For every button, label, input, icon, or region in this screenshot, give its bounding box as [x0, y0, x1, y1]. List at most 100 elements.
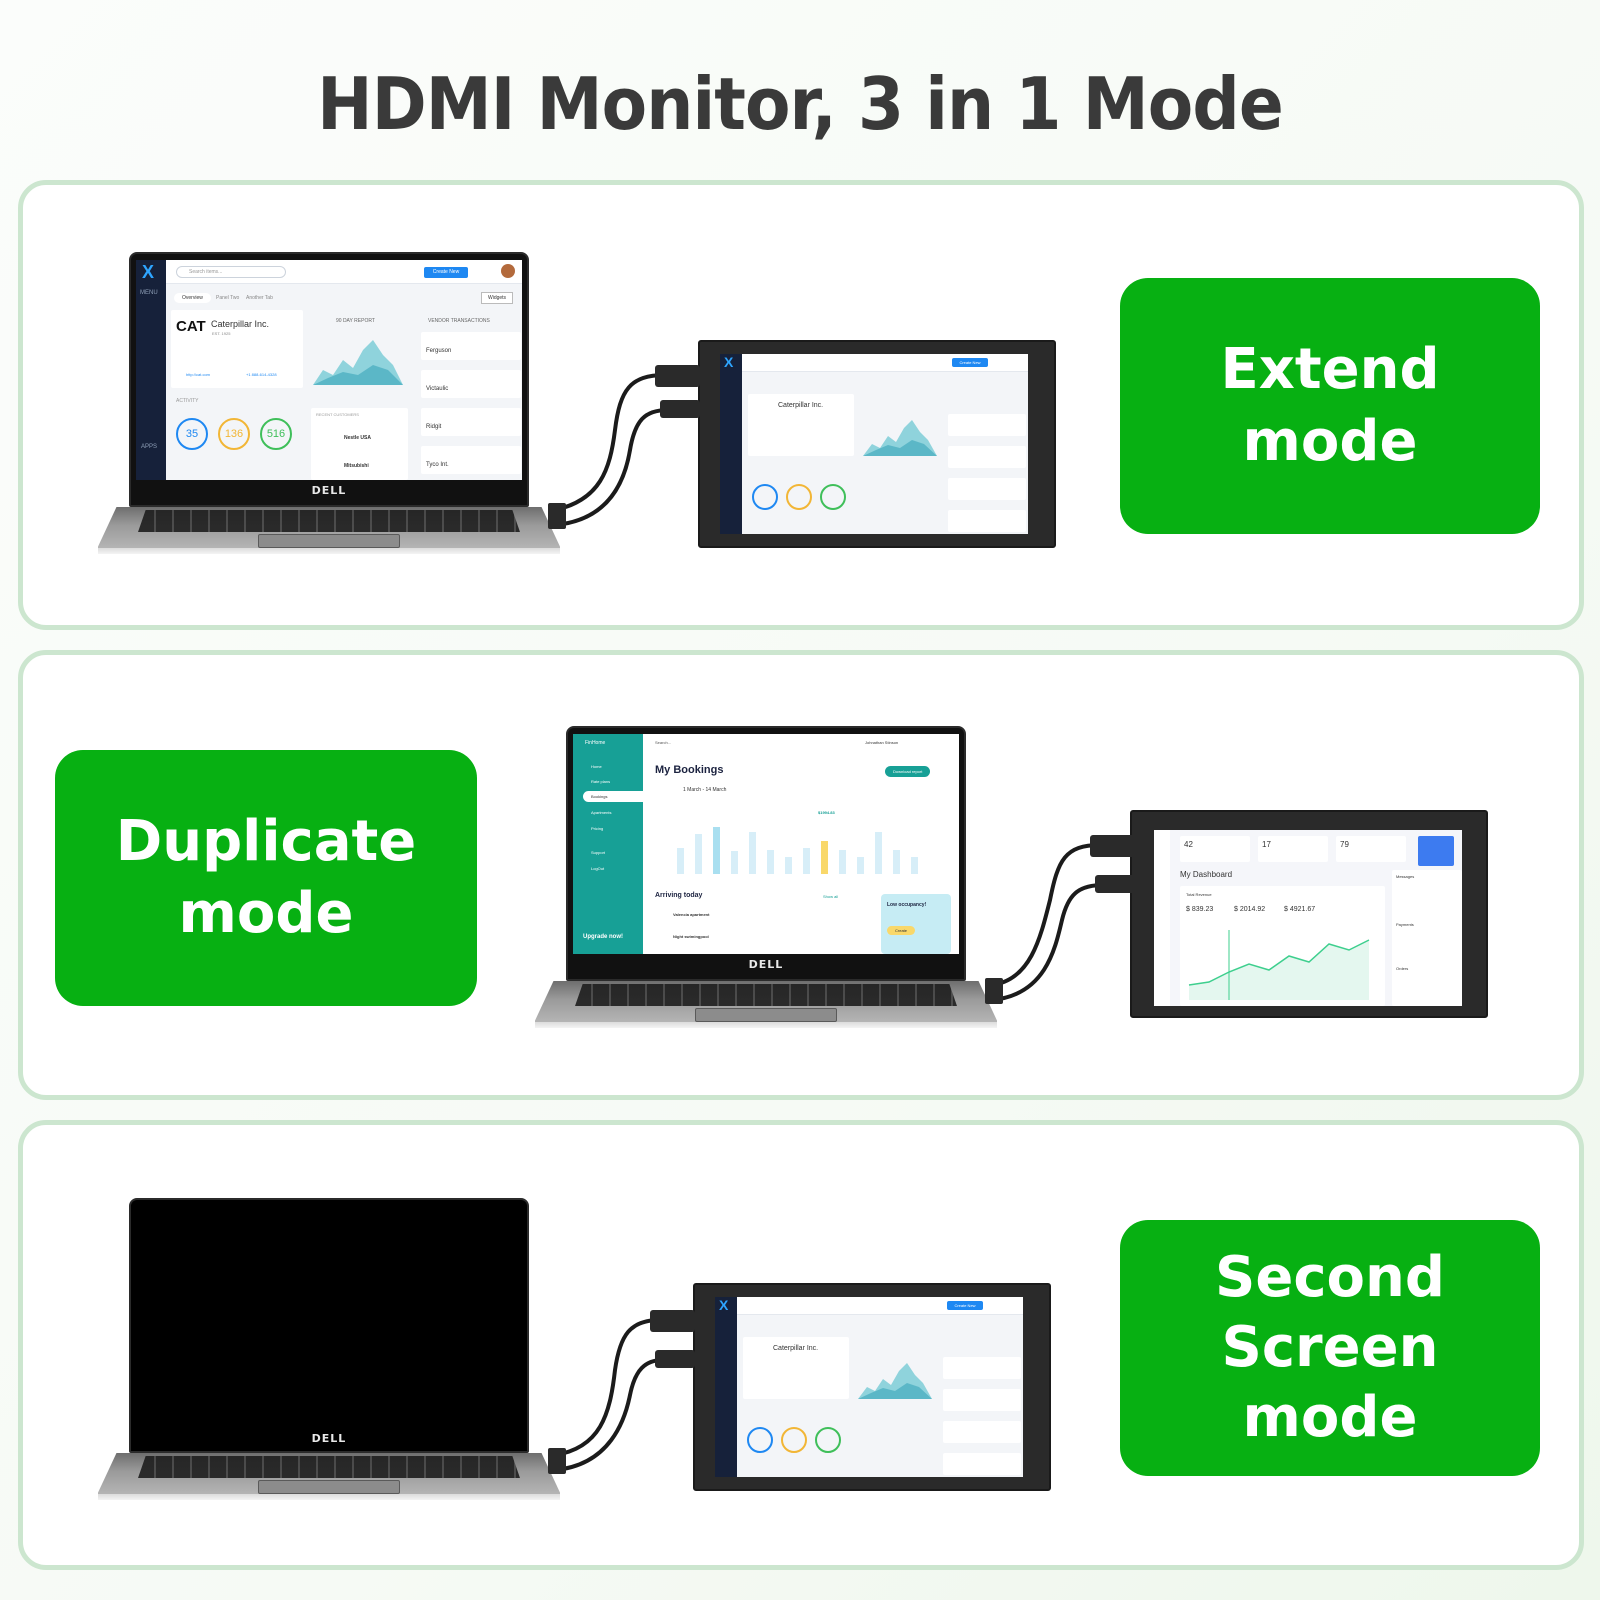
tab-overview[interactable]: Overview [174, 293, 211, 303]
create-new-button[interactable]: Create New [424, 267, 468, 278]
report-area-chart [858, 1363, 932, 1399]
logo: X [724, 354, 734, 370]
upgrade-title: Upgrade now! [583, 934, 623, 940]
bookings-title: My Bookings [655, 764, 724, 776]
vendor-name: Ridgit [426, 424, 442, 430]
portable-monitor-second-screen: X Create New Caterpillar Inc. [693, 1283, 1051, 1491]
laptop-screen: X MENU APPS Search items... Create New O… [136, 260, 522, 480]
menu-label: MENU [140, 290, 158, 296]
arriving-title: Arriving today [655, 892, 703, 899]
page-title: HDMI Monitor, 3 in 1 Mode [317, 62, 1284, 146]
stat-pending: 79 [1340, 840, 1349, 849]
nav-rate-plans[interactable]: Rate plans [591, 779, 611, 784]
monitor-screen: X Create New Caterpillar Inc. [720, 354, 1028, 534]
stat-dispatched: 17 [1262, 840, 1271, 849]
laptop-second-screen: DELL [98, 1198, 560, 1503]
stat-projects: 136 [218, 418, 250, 450]
arrival-name: Night swimingpool [673, 934, 709, 939]
monitor-screen: 42 17 79 My Dashboard Total Revenue $ 83… [1154, 830, 1462, 1006]
search-input[interactable]: Search... [655, 740, 672, 745]
company-name: Caterpillar Inc. [778, 402, 824, 409]
stat-value: 516 [266, 428, 286, 440]
report-area-chart [313, 340, 403, 385]
badge-line: Second [1215, 1245, 1445, 1310]
dashboard-title: My Dashboard [1180, 870, 1233, 879]
bookings-bar-chart [677, 822, 920, 874]
dell-logo: DELL [311, 484, 347, 497]
dell-logo: DELL [748, 958, 784, 971]
tooltip-value: $1994.83 [818, 810, 835, 815]
stat-value: 35 [185, 428, 199, 440]
customer-name: Mitsubishi [344, 463, 369, 469]
create-new-button[interactable]: Create New [952, 358, 988, 367]
company-card [171, 310, 303, 388]
vendor-name: Ferguson [426, 348, 452, 354]
badge-line: mode [1242, 1385, 1418, 1450]
portable-monitor-extend: X Create New Caterpillar Inc. [698, 340, 1056, 548]
apps-label: APPS [141, 444, 158, 450]
badge-line: Extend [1220, 337, 1440, 402]
stat-members: 35 [176, 418, 208, 450]
vendor-name: Tyco Int. [426, 462, 449, 468]
website-link[interactable]: http://cat.com [186, 372, 211, 377]
cat-logo: CAT [176, 318, 206, 335]
company-est: EST. 1925 [212, 331, 231, 336]
laptop-extend: X MENU APPS Search items... Create New O… [98, 252, 560, 557]
stat-value: 136 [224, 428, 244, 440]
payments-title: Payments [1396, 922, 1414, 927]
laptop-duplicate: FinHome Home Rate plans Bookings Apartme… [535, 726, 997, 1031]
logo: X [142, 262, 155, 282]
revenue-7days: $ 839.23 [1186, 906, 1214, 913]
promo-create-button[interactable]: Create [887, 926, 916, 935]
promo-title: Low occupancy! [887, 902, 927, 908]
second-screen-mode-badge: Second Screen mode [1120, 1220, 1540, 1476]
tab-panel-two[interactable]: Panel Two [216, 295, 240, 301]
laptop-screen: FinHome Home Rate plans Bookings Apartme… [573, 734, 959, 954]
logo: X [719, 1297, 729, 1313]
add-panel-button[interactable] [1418, 836, 1454, 866]
search-input[interactable]: Search items... [176, 266, 286, 278]
phone-link[interactable]: +1 888-614-4328 [246, 372, 277, 377]
dell-logo: DELL [311, 1432, 347, 1445]
stat-new-orders: 42 [1184, 840, 1193, 849]
recent-customers-title: RECENT CUSTOMERS [316, 412, 359, 417]
report-area-chart [863, 420, 937, 456]
badge-line: Screen [1221, 1315, 1439, 1380]
nav-logout[interactable]: LogOut [591, 866, 605, 871]
revenue-line-chart [1188, 930, 1370, 1000]
app-name: FinHome [585, 740, 606, 746]
period-select[interactable]: 1 March - 14 March [683, 787, 727, 793]
widgets-button[interactable]: Widgets [481, 292, 514, 304]
vendor-title: VENDOR TRANSACTIONS [428, 318, 490, 324]
company-name: Caterpillar Inc. [211, 319, 270, 329]
download-report-button[interactable]: Download report [885, 766, 931, 777]
nav-apartments[interactable]: Apartments [591, 810, 612, 815]
avatar [501, 264, 515, 278]
show-all-link[interactable]: Show all [823, 894, 839, 899]
laptop-screen-off [136, 1206, 522, 1426]
revenue-14days: $ 2014.92 [1234, 906, 1266, 913]
revenue-month: $ 4921.67 [1284, 906, 1316, 913]
dashboard-b: FinHome Home Rate plans Bookings Apartme… [573, 734, 959, 954]
dashboard-c: 42 17 79 My Dashboard Total Revenue $ 83… [1154, 830, 1462, 1006]
arrival-name: Valencia apartment [673, 912, 710, 917]
report-title: 90 DAY REPORT [336, 318, 375, 324]
duplicate-mode-badge: Duplicate mode [55, 750, 477, 1006]
extend-mode-badge: Extend mode [1120, 278, 1540, 534]
badge-line: mode [178, 881, 354, 946]
nav-home[interactable]: Home [591, 764, 602, 769]
monitor-screen: X Create New Caterpillar Inc. [715, 1297, 1023, 1477]
customer-name: Nestle USA [344, 435, 371, 441]
tab-another[interactable]: Another Tab [246, 295, 273, 301]
nav-pricing[interactable]: Pricing [591, 826, 604, 831]
activity-title: ACTIVITY [176, 398, 199, 404]
nav-support[interactable]: Support [591, 850, 606, 855]
create-new-button[interactable]: Create New [947, 1301, 983, 1310]
nav-bookings[interactable]: Bookings [583, 791, 643, 802]
vendor-name: Victaulic [426, 386, 449, 392]
portable-monitor-duplicate: 42 17 79 My Dashboard Total Revenue $ 83… [1130, 810, 1488, 1018]
badge-line: Duplicate [115, 809, 417, 874]
messages-title: Messages [1396, 874, 1415, 879]
orders-title: Orders [1396, 966, 1409, 971]
company-name: Caterpillar Inc. [773, 1345, 819, 1352]
